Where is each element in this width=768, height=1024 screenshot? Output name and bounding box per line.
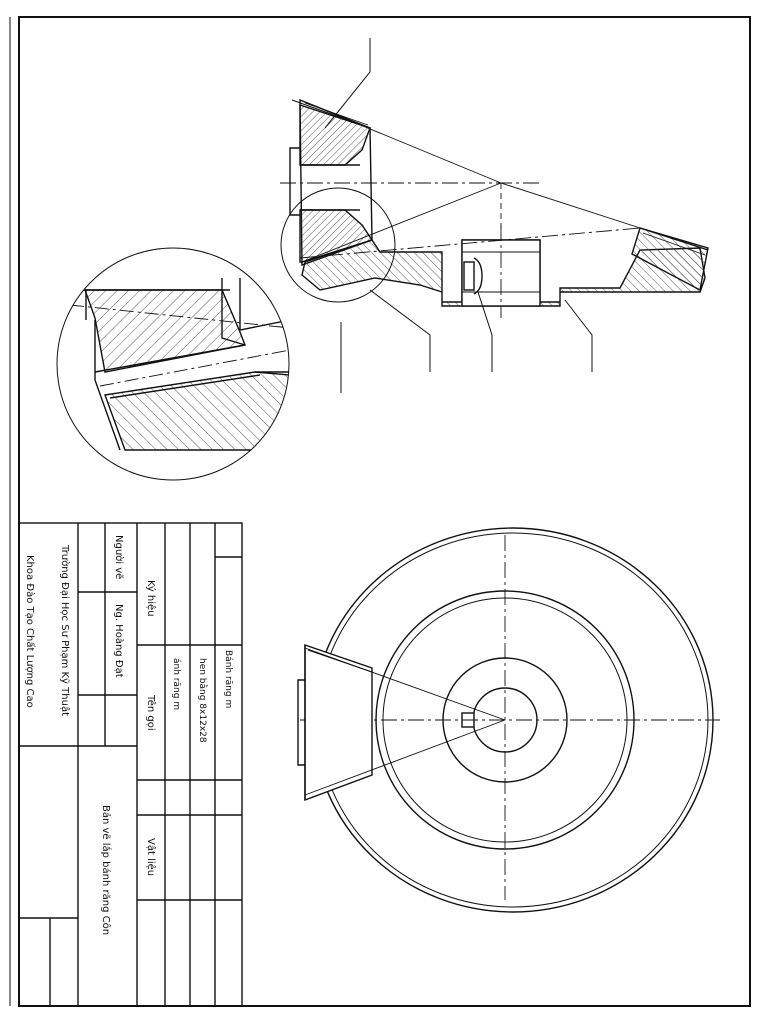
col-material-header: Vật liệu bbox=[145, 838, 157, 876]
leader-lines bbox=[324, 38, 593, 393]
faculty-name: Khoa Đào Tạo Chất Lượng Cao bbox=[24, 555, 36, 708]
key-seat bbox=[473, 257, 483, 295]
drawing-title: Bản vẽ lắp bánh răng Côn bbox=[100, 805, 113, 935]
sheet-border bbox=[9, 16, 751, 1007]
col-name-header: Tên gọi bbox=[145, 694, 157, 731]
drawn-by-name: Ng. Hoàng Đạt bbox=[113, 604, 125, 678]
drawn-by-label: Người vẽ bbox=[113, 535, 125, 579]
school-name: Trường Đại Học Sư Phạm Kỹ Thuật bbox=[59, 544, 71, 716]
detail-view bbox=[56, 247, 290, 481]
plan-view bbox=[297, 527, 720, 913]
section-view bbox=[280, 38, 709, 393]
title-block bbox=[18, 522, 243, 1007]
center-lines bbox=[280, 182, 641, 318]
pitch-cone-lines bbox=[299, 99, 641, 263]
part-name-3: ánh răng m bbox=[171, 658, 181, 710]
part-name-2: hen bằng 8x12x28 bbox=[197, 658, 208, 743]
col-symbol-header: Ký hiệu bbox=[145, 580, 157, 617]
key bbox=[463, 261, 475, 291]
part-name-1: Bánh răng m bbox=[223, 650, 233, 708]
detail-marker-circle bbox=[280, 187, 396, 303]
pinion-hub bbox=[289, 147, 300, 216]
